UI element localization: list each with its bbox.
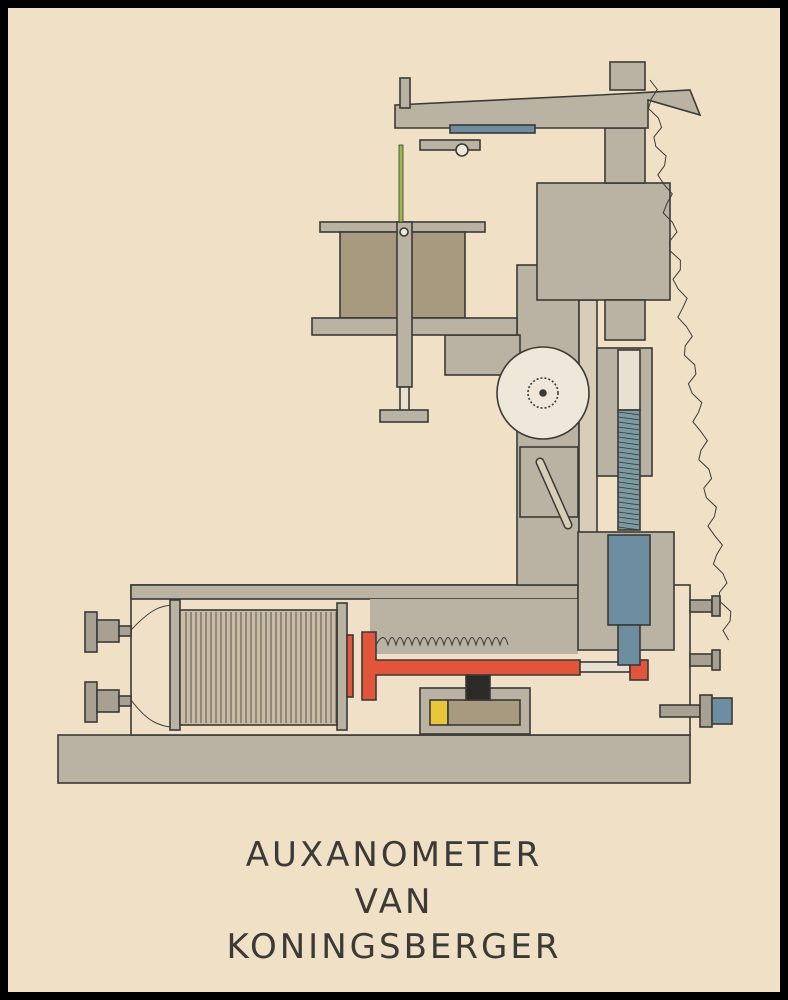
magnet-black: [465, 674, 491, 701]
pointer-screw: [399, 77, 411, 109]
rod-foot: [379, 409, 429, 423]
right-terminals: [659, 595, 733, 728]
screw-thread: [617, 409, 641, 531]
column-nut: [604, 299, 646, 341]
inner-block: [370, 599, 578, 654]
top-arm: [394, 89, 702, 129]
title-line-1: AUXANOMETER: [245, 835, 543, 875]
adjust-screw: [399, 386, 410, 413]
left-terminals: [84, 611, 132, 723]
base-plate: [57, 734, 691, 784]
tension-spring: [375, 637, 509, 647]
blue-strip: [449, 124, 536, 134]
drum-stripes: [185, 612, 337, 723]
housing-top-rail: [130, 584, 579, 600]
paper-background: [8, 8, 780, 992]
magnet-yellow: [429, 699, 449, 726]
magnet-core: [447, 699, 521, 726]
clamp-top: [609, 61, 646, 91]
pointer-bar: [419, 139, 481, 151]
drum-frame-right: [336, 602, 348, 731]
upper-housing: [536, 182, 671, 301]
plant-stem: [398, 144, 404, 223]
title-line-2: VAN: [354, 882, 434, 922]
title-line-3: KONINGSBERGER: [226, 927, 562, 967]
blue-block: [607, 534, 651, 626]
blue-shaft: [617, 624, 641, 666]
drum-red-cap: [346, 634, 354, 698]
drum: [179, 609, 338, 726]
drum-frame: [169, 599, 181, 731]
pot-rod: [396, 221, 413, 388]
post: [604, 127, 646, 184]
screw-upper: [617, 349, 641, 411]
screw-threads: [617, 411, 641, 531]
pot-shelf: [311, 317, 518, 336]
coiled-wire: [647, 79, 732, 641]
